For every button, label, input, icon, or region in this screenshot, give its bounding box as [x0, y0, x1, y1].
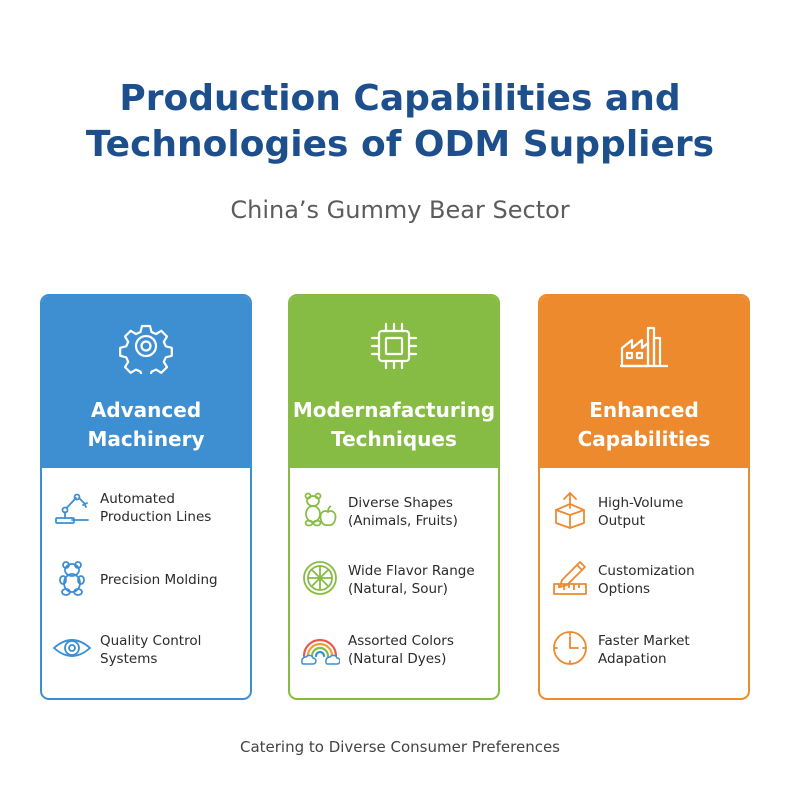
item-label: Assorted Colors (Natural Dyes) — [348, 633, 454, 667]
card-title: Advanced Machinery — [42, 396, 250, 454]
eye-icon — [52, 639, 92, 657]
list-item-quality-control-systems: Quality Control Systems — [52, 628, 244, 672]
clock-icon — [553, 631, 587, 665]
gear-icon — [119, 324, 173, 374]
card-advanced-machinery: Advanced Machinery Automated Production … — [40, 294, 252, 700]
list-item-assorted-colors: Assorted Colors (Natural Dyes) — [300, 628, 492, 672]
card-title-line-2: Machinery — [87, 427, 205, 451]
card-title-line-2: Techniques — [331, 427, 457, 451]
card-modern-manufacturing-techniques: Modernafacturing Techniques Diverse Shap… — [288, 294, 500, 700]
item-label: Automated Production Lines — [100, 491, 212, 525]
item-label: Quality Control Systems — [100, 633, 202, 667]
card-title-line-2: Capabilities — [577, 427, 711, 451]
card-header: Modernafacturing Techniques — [290, 296, 498, 468]
page-title-line-2: Technologies of ODM Suppliers — [85, 124, 715, 165]
gummy-bear-icon — [59, 561, 85, 596]
card-header: Advanced Machinery — [42, 296, 250, 468]
card-enhanced-capabilities: Enhanced Capabilities High-Volume Output… — [538, 294, 750, 700]
robotic-arm-icon — [55, 493, 89, 524]
item-label: Precision Molding — [100, 572, 218, 588]
card-title-line-1: Enhanced — [589, 398, 699, 422]
citrus-slice-icon — [303, 561, 337, 595]
item-label: High-Volume Output — [598, 495, 684, 529]
list-item-automated-production-lines: Automated Production Lines — [52, 486, 244, 530]
microchip-icon — [370, 322, 418, 370]
item-label: Faster Market Adapation — [598, 633, 690, 667]
list-item-faster-market-adaptation: Faster Market Adapation — [550, 628, 742, 672]
list-item-wide-flavor-range: Wide Flavor Range (Natural, Sour) — [300, 558, 492, 602]
item-label: Customization Options — [598, 563, 695, 597]
rainbow-icon — [301, 638, 340, 665]
card-title: Modernafacturing Techniques — [290, 396, 498, 454]
card-title-line-1: Advanced — [90, 398, 202, 422]
bear-and-apple-icon — [304, 492, 337, 527]
factory-icon — [620, 326, 668, 368]
card-header: Enhanced Capabilities — [540, 296, 748, 468]
page-subtitle: China’s Gummy Bear Sector — [230, 196, 570, 224]
footer-caption: Catering to Diverse Consumer Preferences — [239, 738, 560, 756]
card-title: Enhanced Capabilities — [540, 396, 748, 454]
list-item-high-volume-output: High-Volume Output — [550, 490, 742, 534]
item-label: Wide Flavor Range (Natural, Sour) — [348, 563, 475, 597]
list-item-customization-options: Customization Options — [550, 558, 742, 602]
pencil-ruler-icon — [553, 561, 587, 595]
item-label: Diverse Shapes (Animals, Fruits) — [348, 495, 458, 529]
page-title-line-1: Production Capabilities and — [119, 78, 681, 119]
page-title: Production Capabilities and Technologies… — [0, 76, 800, 168]
list-item-precision-molding: Precision Molding — [52, 558, 244, 602]
card-title-line-1: Modernafacturing — [292, 398, 496, 422]
list-item-diverse-shapes: Diverse Shapes (Animals, Fruits) — [300, 490, 492, 534]
box-upload-icon — [555, 492, 585, 529]
